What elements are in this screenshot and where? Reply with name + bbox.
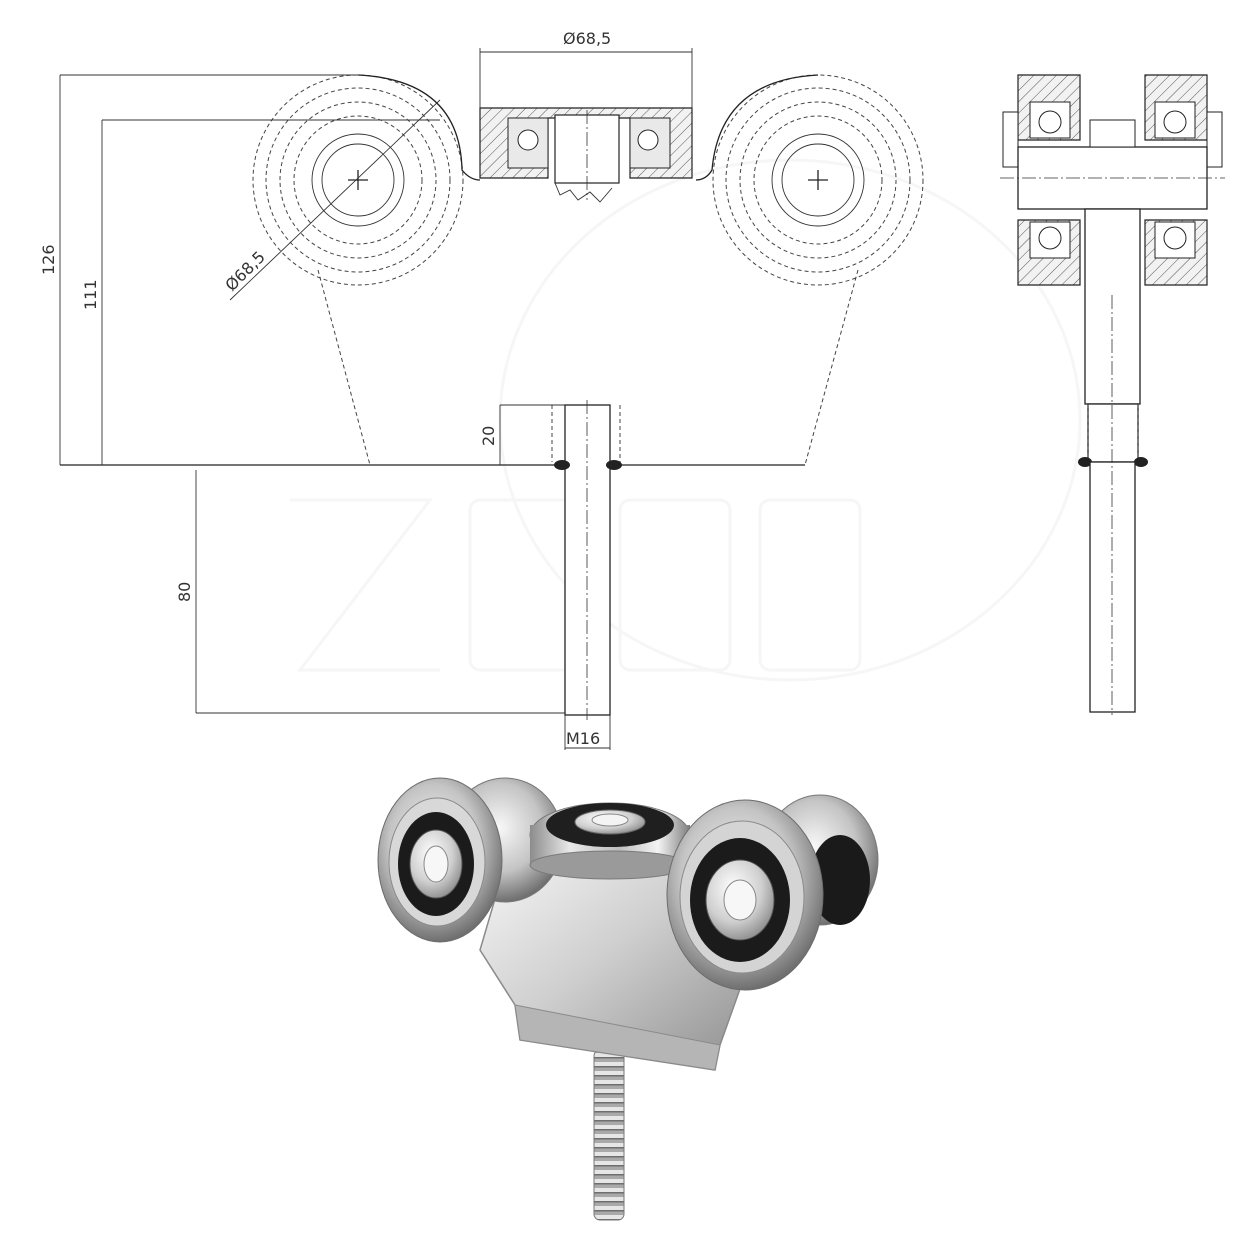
front-view: Ø68,5 Ø68,5 126 111 20 80 M: [39, 29, 924, 750]
dimension-bolt-length: 80: [175, 582, 194, 602]
product-photo: [377, 777, 879, 1221]
right-front-wheel: [666, 799, 824, 991]
dimension-wheel-diameter: Ø68,5: [221, 247, 269, 295]
dimension-top-diameter: Ø68,5: [563, 29, 611, 48]
dimension-height-axis: 111: [81, 279, 100, 310]
left-wheel-drawing: [252, 74, 464, 286]
left-front-wheel: [377, 777, 503, 943]
dimension-height-total: 126: [39, 244, 58, 275]
dimension-thread-engagement: 20: [479, 426, 498, 446]
threaded-bolt: [593, 1049, 625, 1221]
bolt-drawing: [551, 400, 622, 720]
top-hub-section: [479, 107, 693, 203]
side-view: [1000, 74, 1225, 715]
dimension-thread-size: M16: [566, 729, 600, 748]
right-wheel-drawing: [712, 74, 924, 286]
watermark-logo: [290, 158, 1082, 682]
